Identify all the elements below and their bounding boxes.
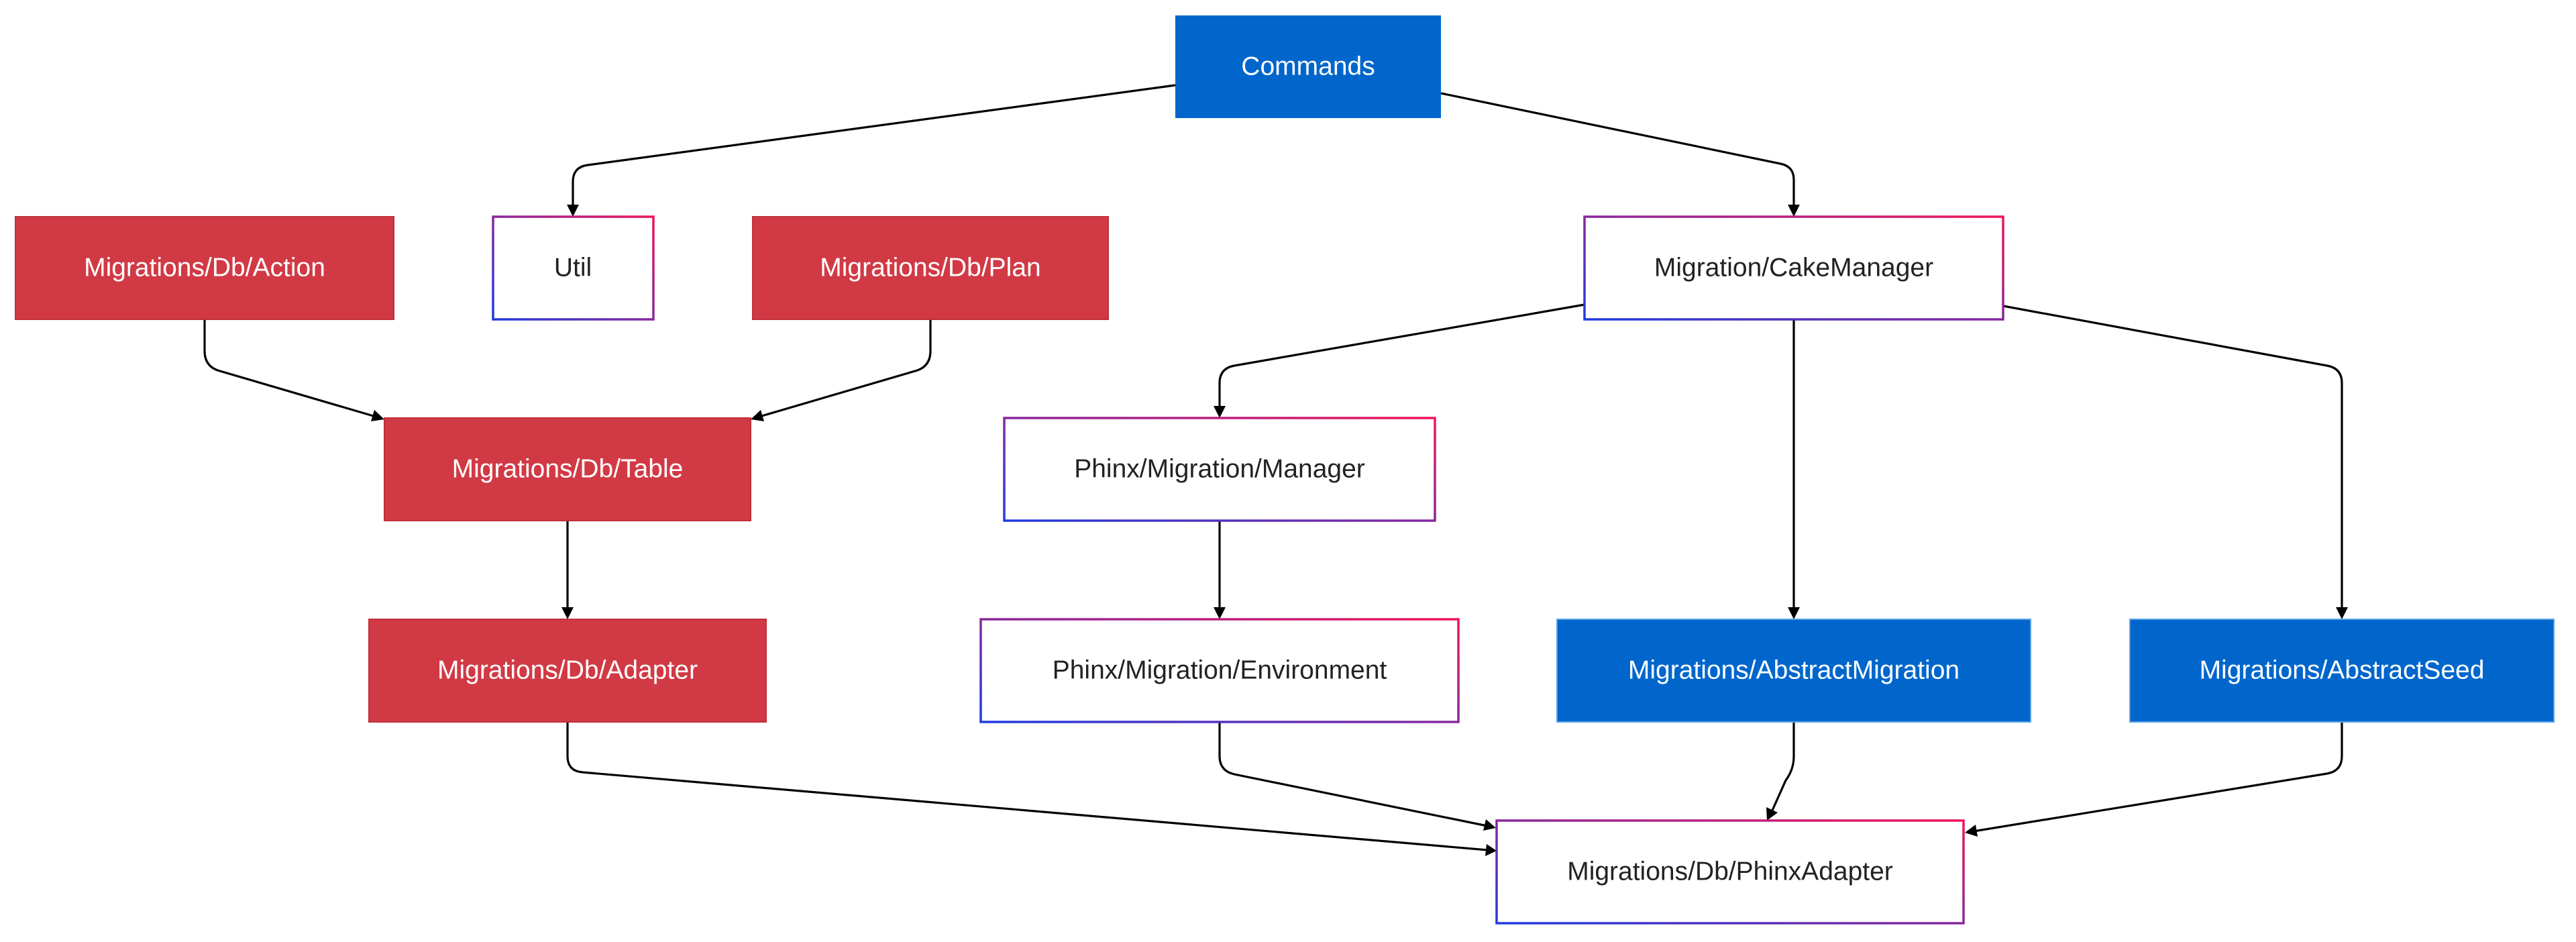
node-db-plan[interactable]: Migrations/Db/Plan [752,216,1109,320]
arrowhead-cake-manager [1788,205,1800,217]
node-phinx-adapter-label: Migrations/Db/PhinxAdapter [1567,857,1893,886]
node-commands-box [1175,15,1441,118]
edge-abstract-seed-to-phinx-adapter [1973,723,2343,833]
arrowhead-phinx-adapter-from-db-adapter [1485,844,1497,856]
edge-cake-manager-to-abstract-seed [2002,305,2343,611]
node-db-plan-label: Migrations/Db/Plan [820,254,1040,282]
edges-layer [203,84,2348,856]
node-db-adapter-box [368,619,767,723]
edge-commands-to-util [572,84,1176,208]
node-db-adapter-label: Migrations/Db/Adapter [437,656,698,685]
node-abstract-seed[interactable]: Migrations/AbstractSeed [2129,619,2555,723]
nodes-layer: Commands Util Migrations/Db/Action Migra… [15,15,2555,925]
node-cake-manager[interactable]: Migration/CakeManager [1583,215,2004,321]
node-phinx-environment[interactable]: Phinx/Migration/Environment [979,618,1460,723]
node-util-box [492,215,655,321]
node-abstract-migration-label: Migrations/AbstractMigration [1628,656,1960,685]
node-phinx-manager-box [1003,417,1436,522]
node-abstract-migration[interactable]: Migrations/AbstractMigration [1556,619,2031,723]
arrowhead-abstract-seed [2336,607,2348,619]
edge-plan-to-table [759,320,932,418]
node-db-action-label: Migrations/Db/Action [84,254,325,282]
arrowhead-db-adapter [561,607,574,619]
node-abstract-seed-label: Migrations/AbstractSeed [2200,656,2485,685]
edge-environment-to-phinx-adapter [1218,723,1488,827]
node-cake-manager-box [1583,215,2004,321]
arrowhead-phinx-adapter-from-environment [1483,819,1496,831]
node-db-action[interactable]: Migrations/Db/Action [15,216,394,320]
edge-action-to-table [203,320,376,418]
arrowhead-table-from-action [371,410,384,421]
node-util-label: Util [554,254,592,282]
node-cake-manager-label: Migration/CakeManager [1654,254,1933,282]
node-db-plan-box [752,216,1109,320]
node-phinx-environment-box [979,618,1460,723]
arrowhead-phinx-environment [1214,607,1226,619]
arrowhead-util [567,205,579,217]
node-db-action-box [15,216,394,320]
node-abstract-seed-box [2129,619,2555,723]
edge-abstract-migration-to-phinx-adapter [1770,723,1795,813]
node-commands[interactable]: Commands [1175,15,1441,118]
node-phinx-environment-label: Phinx/Migration/Environment [1053,656,1387,685]
node-db-table-box [384,417,751,521]
node-phinx-adapter[interactable]: Migrations/Db/PhinxAdapter [1495,819,1965,925]
node-db-table[interactable]: Migrations/Db/Table [384,417,751,521]
node-phinx-manager-label: Phinx/Migration/Manager [1074,455,1365,484]
node-db-adapter[interactable]: Migrations/Db/Adapter [368,619,767,723]
node-phinx-adapter-box [1495,819,1965,925]
arrowhead-phinx-adapter-from-abstract-migration [1766,807,1778,821]
edge-db-adapter-to-phinx-adapter [566,723,1489,851]
edge-commands-to-cake-manager [1440,92,1795,208]
node-util[interactable]: Util [492,215,655,321]
arrowhead-abstract-migration [1788,607,1800,619]
edge-cake-manager-to-phinx-manager [1218,303,1585,409]
node-db-table-label: Migrations/Db/Table [452,455,684,484]
arrowhead-table-from-plan [751,410,764,421]
node-commands-label: Commands [1241,52,1375,81]
node-phinx-manager[interactable]: Phinx/Migration/Manager [1003,417,1436,522]
arrowhead-phinx-manager [1214,406,1226,418]
arrowhead-phinx-adapter-from-abstract-seed [1965,825,1978,837]
node-abstract-migration-box [1556,619,2031,723]
